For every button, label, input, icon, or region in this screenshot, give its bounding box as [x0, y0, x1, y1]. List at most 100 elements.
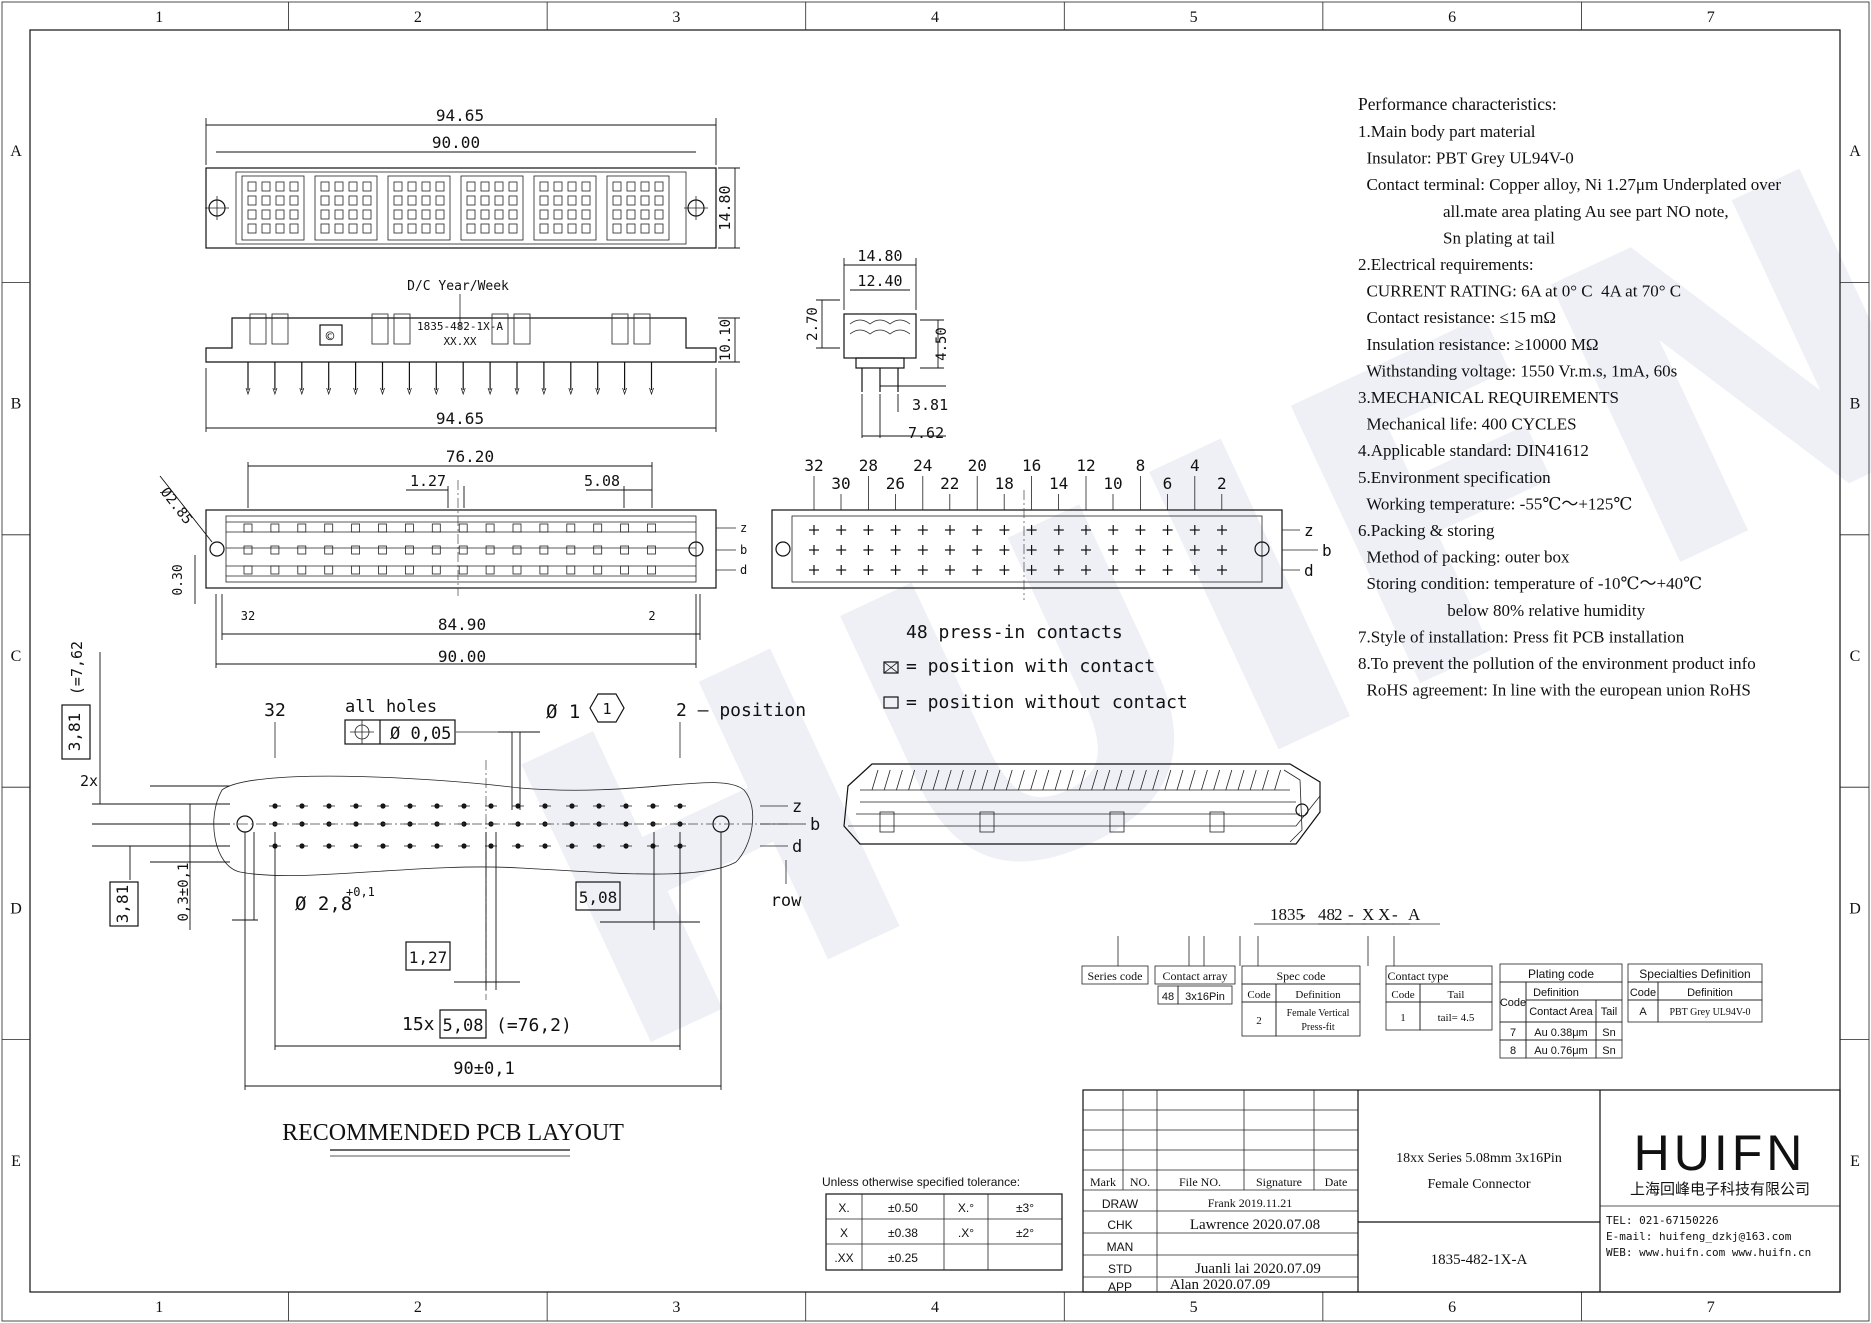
pn-segment: - — [1300, 905, 1306, 924]
contact-cell — [566, 523, 576, 533]
contact-number: 14 — [1049, 474, 1068, 493]
dim-end-top: 2.70 — [805, 307, 821, 341]
slot — [289, 181, 299, 192]
zone-col-top: 6 — [1448, 9, 1456, 26]
slot — [626, 195, 636, 206]
contact-number: 26 — [886, 474, 905, 493]
tb-app-sig: Alan 2020.07.09 — [1170, 1277, 1270, 1293]
slot — [334, 195, 344, 206]
pcb-count-15x: 15x — [402, 1014, 435, 1035]
zone-col-top: 3 — [672, 9, 680, 26]
pn-segment: - — [1348, 905, 1354, 924]
contact-cell — [431, 523, 441, 533]
spec-line: CURRENT RATING: 6A at 0° C 4A at 70° C — [1358, 282, 1681, 301]
tb-role: STD — [1108, 1262, 1132, 1276]
pn-contact-type-col1: Code — [1391, 989, 1414, 1001]
top-view: 94.65 90.00 14.80 — [205, 106, 740, 249]
spec-line: 3.MECHANICAL REQUIREMENTS — [1358, 388, 1619, 407]
legend-count: 48 press-in contacts — [906, 622, 1123, 643]
spec-line: 7.Style of installation: Press fit PCB i… — [1358, 627, 1685, 646]
contact-cell — [512, 545, 522, 555]
slot — [289, 223, 299, 234]
slot — [407, 223, 417, 234]
contact-cell — [378, 523, 387, 533]
tolerance-table: Unless otherwise specified tolerance: X.… — [822, 1175, 1063, 1271]
slot — [553, 181, 563, 192]
pcb-row-d: d — [792, 837, 802, 857]
pcb-pos-2: 2 — position — [676, 700, 806, 721]
zone-row-right: E — [1850, 1153, 1860, 1170]
slot — [275, 195, 285, 206]
tb-role: MAN — [1107, 1240, 1134, 1254]
contact-cell — [647, 565, 656, 575]
pn-plating-col1: Code — [1500, 997, 1526, 1009]
contact-number: 20 — [968, 456, 987, 475]
front-pin-last: 2 — [648, 609, 655, 623]
dim-side-height: 10.10 — [718, 319, 734, 361]
zone-col-top: 2 — [414, 9, 422, 26]
slot — [480, 181, 490, 192]
spec-line: below 80% relative humidity — [1358, 601, 1646, 620]
front-row-b: b — [740, 543, 747, 557]
pcb-pos-32: 32 — [264, 700, 286, 721]
zone-row-left: D — [10, 900, 22, 917]
dc-label: D/C Year/Week — [407, 279, 509, 294]
slot — [393, 181, 403, 192]
contact-cell — [404, 565, 414, 575]
slot — [320, 209, 330, 220]
slot — [539, 209, 549, 220]
slot — [466, 181, 476, 192]
spec-line: Insulator: PBT Grey UL94V-0 — [1358, 149, 1574, 168]
slot — [320, 181, 330, 192]
dim-end-inner: 12.40 — [857, 272, 902, 290]
pcb-row-z: z — [792, 797, 802, 817]
pcb-hole-dia: Ø 1 — [546, 701, 580, 723]
slot — [261, 209, 271, 220]
contact-cell — [324, 523, 334, 533]
slot — [567, 209, 577, 220]
contact-cell — [566, 545, 576, 555]
slot — [567, 223, 577, 234]
slot — [494, 195, 504, 206]
contact-cell — [485, 523, 495, 533]
tb-header: NO. — [1130, 1175, 1150, 1189]
slot — [640, 209, 650, 220]
contact-cell — [351, 565, 361, 575]
front-row-d: d — [740, 563, 747, 577]
slot — [640, 223, 650, 234]
slot — [494, 223, 504, 234]
pn-spec-code-title: Spec code — [1277, 969, 1326, 983]
spec-line: 2.Electrical requirements: — [1358, 255, 1534, 274]
slot — [480, 195, 490, 206]
contact-cell — [297, 523, 307, 533]
slot — [553, 209, 563, 220]
slot — [480, 209, 490, 220]
pn-spec-code-col1: Code — [1247, 989, 1270, 1001]
slot — [289, 209, 299, 220]
pn-segment: 2 — [1334, 905, 1343, 924]
slot — [362, 195, 372, 206]
pn-contact-array-title: Contact array — [1163, 969, 1228, 983]
pcb-all-holes: all holes — [345, 697, 437, 717]
contact-cell — [539, 545, 549, 555]
slot — [275, 181, 285, 192]
tolerance-cell: .X° — [958, 1226, 974, 1240]
legend-without: = position without contact — [906, 692, 1188, 713]
contact-number: 10 — [1103, 474, 1122, 493]
slot — [261, 223, 271, 234]
dim-side-length: 94.65 — [436, 409, 484, 428]
specs-heading: Performance characteristics: — [1358, 94, 1557, 114]
pn-segment: 48 — [1318, 905, 1335, 924]
pn-segment: A — [1408, 905, 1421, 924]
slot — [508, 209, 518, 220]
pn-plating-col2a: Contact Area — [1529, 1006, 1593, 1018]
spec-line: Contact terminal: Copper alloy, Ni 1.27μ… — [1358, 175, 1781, 194]
specs-block: Performance characteristics: 1.Main body… — [1358, 94, 1781, 700]
spec-line: RoHS agreement: In line with the europea… — [1358, 681, 1751, 700]
part-mark: 1835-482-1X-A — [417, 320, 503, 333]
contact-number: 28 — [859, 456, 878, 475]
pn-segment: X — [1362, 905, 1374, 924]
dim-front-span: 76.20 — [446, 447, 494, 466]
slot — [508, 223, 518, 234]
